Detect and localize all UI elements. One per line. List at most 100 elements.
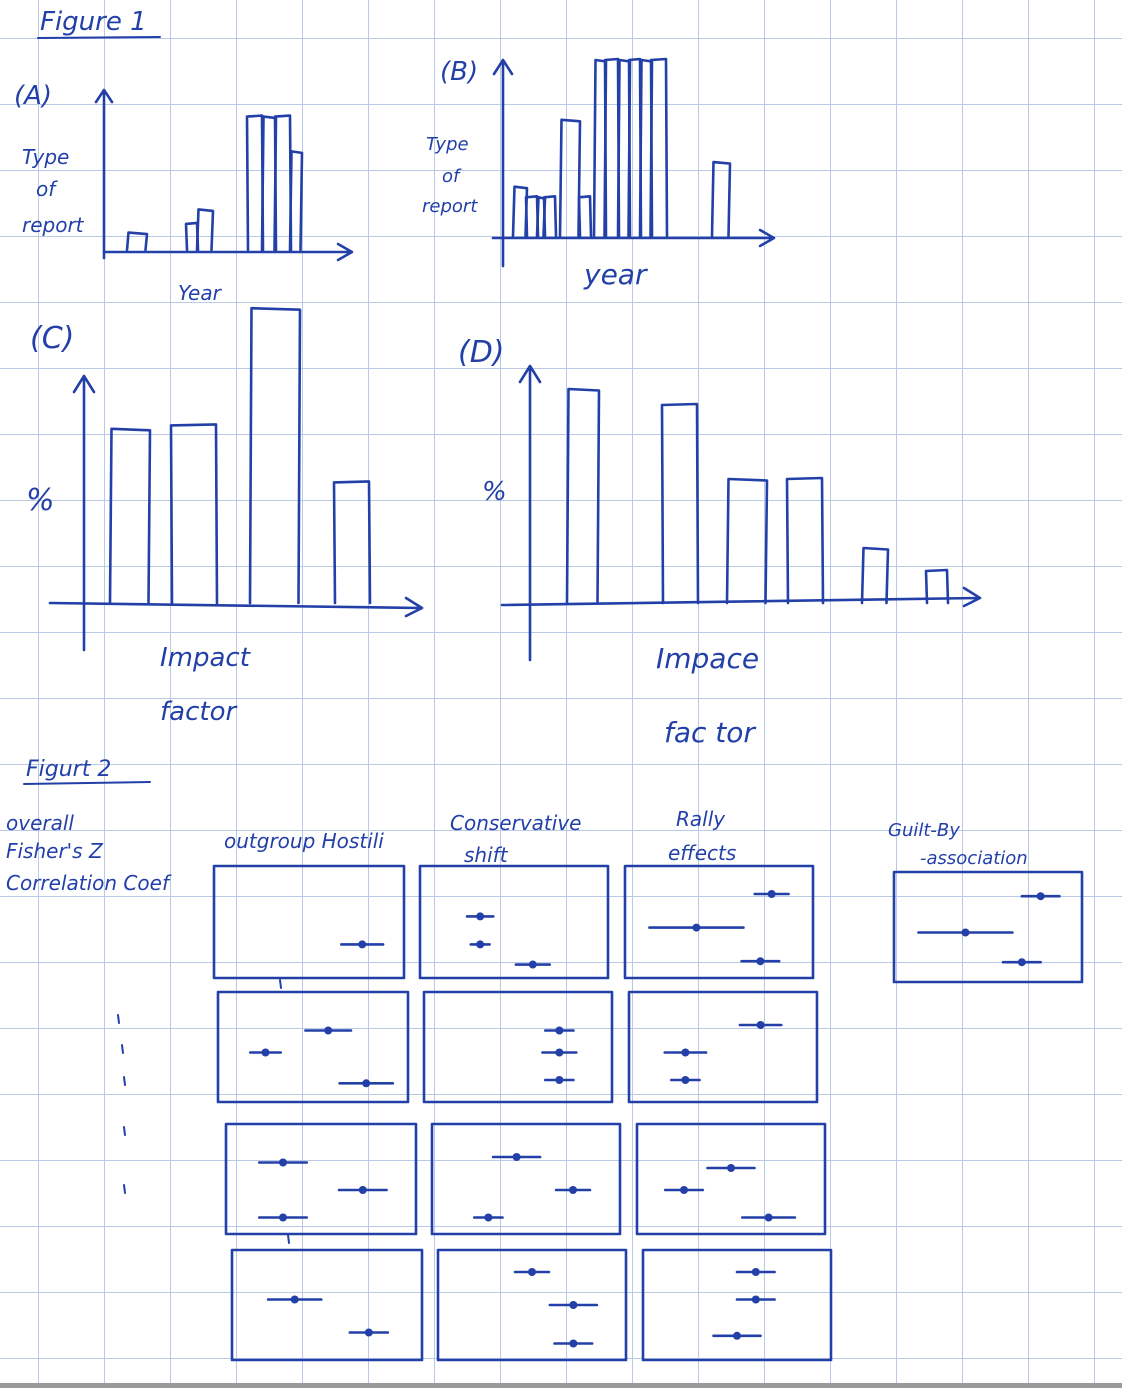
- forest-panel-frame: [224, 1122, 418, 1236]
- panel-b-bars: [511, 57, 732, 238]
- effect-size-point: [484, 1213, 493, 1222]
- forest-panel-r2-c3: [627, 990, 819, 1104]
- panel-b-xlabel: year: [583, 258, 648, 291]
- panel-c-bar: [108, 427, 152, 605]
- panel-d-bar: [860, 546, 890, 605]
- forest-panel-frame: [627, 990, 819, 1104]
- effect-size-point: [364, 1328, 373, 1337]
- panel-d-label: (D): [458, 335, 505, 370]
- panel-b-bar: [577, 194, 593, 238]
- column-label-outgroup-hostility: outgroup Hostili: [224, 829, 384, 853]
- panel-c-bar: [248, 306, 302, 605]
- effect-size-point: [555, 1076, 564, 1084]
- panel-b-bar: [511, 185, 529, 238]
- forest-panel-frame: [436, 1248, 628, 1362]
- forest-panel-r3-c3: [635, 1122, 827, 1236]
- effect-size-point: [261, 1048, 270, 1057]
- figure2-title-underline: [23, 781, 151, 785]
- forest-panel-r4-c1: [230, 1248, 424, 1362]
- panel-d-bar: [924, 568, 950, 605]
- effect-size-point: [528, 960, 537, 969]
- panel-b-ylabel-line1: Type: [426, 134, 469, 155]
- column-label-conservative-shift-line1: Conservative: [450, 811, 581, 835]
- panel-b-bar: [710, 160, 732, 238]
- panel-c-bar: [332, 480, 372, 605]
- effect-size-point: [681, 1076, 690, 1084]
- panel-b-ylabel-line2: of: [442, 166, 462, 187]
- panel-a-ylabel-line1: Type: [22, 145, 69, 169]
- forest-panel-r3-c1: [224, 1122, 418, 1236]
- effect-size-point: [1017, 958, 1026, 967]
- panel-c-y-axis: [72, 374, 96, 652]
- panel-d-bar: [785, 476, 825, 605]
- effect-size-point: [279, 1158, 287, 1167]
- panel-c-xlabel-line2: factor: [160, 697, 238, 727]
- effect-size-point: [1036, 892, 1045, 901]
- panel-b-bar: [542, 194, 558, 238]
- forest-panel-r1-c1: [212, 864, 406, 980]
- effect-size-point: [751, 1295, 760, 1304]
- panel-a-bar: [195, 208, 215, 252]
- figure2-rowlabel-line2: Fisher's Z: [6, 839, 104, 863]
- panel-a-ylabel-line3: report: [22, 213, 85, 237]
- panel-a: (A) Type of report Year: [14, 81, 354, 305]
- continuation-dash-mark: [123, 1076, 126, 1086]
- forest-panel-frame: [422, 990, 614, 1104]
- effect-size-point: [756, 957, 765, 966]
- effect-size-point: [961, 928, 970, 937]
- effect-size-point: [569, 1339, 578, 1348]
- panel-a-bar: [273, 114, 293, 252]
- effect-size-point: [358, 1186, 367, 1194]
- figure2-continuation-marks: [117, 979, 290, 1244]
- panel-d-x-axis: [500, 586, 982, 608]
- effect-size-point: [528, 1268, 536, 1276]
- panel-b: (B) Type of report year: [422, 57, 776, 291]
- panel-d: (D) % Impace fac tor: [458, 335, 982, 749]
- panel-d-bar: [565, 387, 601, 605]
- effect-size-point: [555, 1048, 564, 1057]
- column-label-rally-effects-line2: effects: [668, 841, 736, 865]
- effect-size-point: [362, 1079, 371, 1088]
- continuation-dash-mark: [121, 1044, 124, 1054]
- panel-d-bar: [660, 402, 700, 605]
- figure2-rowlabel-line3: Correlation Coef: [6, 871, 172, 895]
- effect-size-point: [692, 923, 701, 932]
- effect-size-point: [681, 1048, 690, 1057]
- column-label-rally-effects-line1: Rally: [676, 807, 726, 831]
- panel-c-ylabel: %: [26, 483, 55, 518]
- effect-size-point: [358, 940, 367, 949]
- panel-c-x-axis: [48, 596, 424, 618]
- forest-panel-frame: [212, 864, 406, 980]
- figure1-title-underline: [37, 36, 161, 39]
- panel-c: (C) % Impact factor: [26, 306, 424, 727]
- figure2-rowlabel-line1: overall: [6, 811, 74, 835]
- figure2-title: Figurt 2: [26, 757, 111, 782]
- panel-d-xlabel-line1: Impace: [656, 642, 759, 675]
- panel-b-x-axis: [491, 228, 776, 248]
- effect-size-point: [569, 1186, 577, 1194]
- forest-panel-r4-c2: [436, 1248, 628, 1362]
- effect-size-point: [279, 1213, 287, 1222]
- column-label-conservative-shift-line2: shift: [464, 843, 509, 867]
- effect-size-point: [767, 890, 776, 898]
- panel-a-label: (A): [14, 81, 52, 111]
- forest-panel-r2-c1: [216, 990, 410, 1104]
- panel-c-bar: [169, 423, 219, 605]
- continuation-dash-mark: [279, 979, 282, 989]
- panel-a-ylabel-line2: of: [36, 177, 58, 201]
- panel-d-bars: [565, 387, 950, 605]
- effect-size-point: [756, 1021, 765, 1029]
- panel-a-x-axis: [102, 242, 354, 262]
- forest-panel-r3-c2: [430, 1122, 622, 1236]
- effect-size-point: [324, 1026, 333, 1035]
- effect-size-point: [290, 1295, 299, 1304]
- figure2-forest-grid: [212, 864, 1084, 1362]
- panel-d-ylabel: %: [482, 477, 507, 507]
- effect-size-point: [733, 1331, 741, 1340]
- forest-panel-frame: [892, 870, 1084, 984]
- effect-size-point: [555, 1026, 564, 1035]
- forest-panel-r1-c3: [623, 864, 815, 980]
- continuation-dash-mark: [123, 1184, 126, 1194]
- panel-b-bar: [558, 118, 582, 238]
